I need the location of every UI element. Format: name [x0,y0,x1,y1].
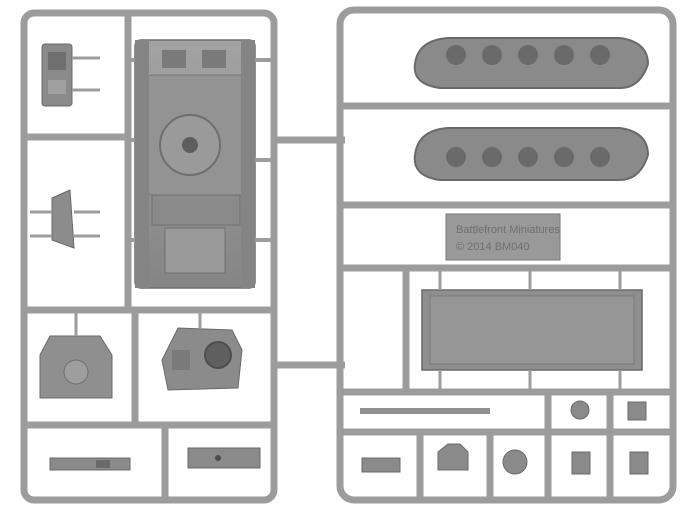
mantlet-part [30,189,100,249]
brand-plate [445,213,561,261]
track-part-bottom [413,127,650,181]
brand-text: Battlefront Miniatures [456,224,560,236]
hull-gates [128,58,274,242]
track-part-top [413,37,650,89]
small-parts-right [360,400,649,475]
small-part-row-left [49,447,261,471]
engine-deck-part [41,43,100,107]
plate-gates [438,268,622,392]
copyright-text: © 2014 BM040 [456,241,530,253]
frame-connector [274,136,345,369]
turret-base-part [39,310,113,399]
rear-plate-part [421,289,643,371]
right-sprue-frame [336,6,677,504]
tank-hull-part [134,39,256,289]
turret-top-part [161,310,243,391]
left-sprue-frame [20,9,278,504]
